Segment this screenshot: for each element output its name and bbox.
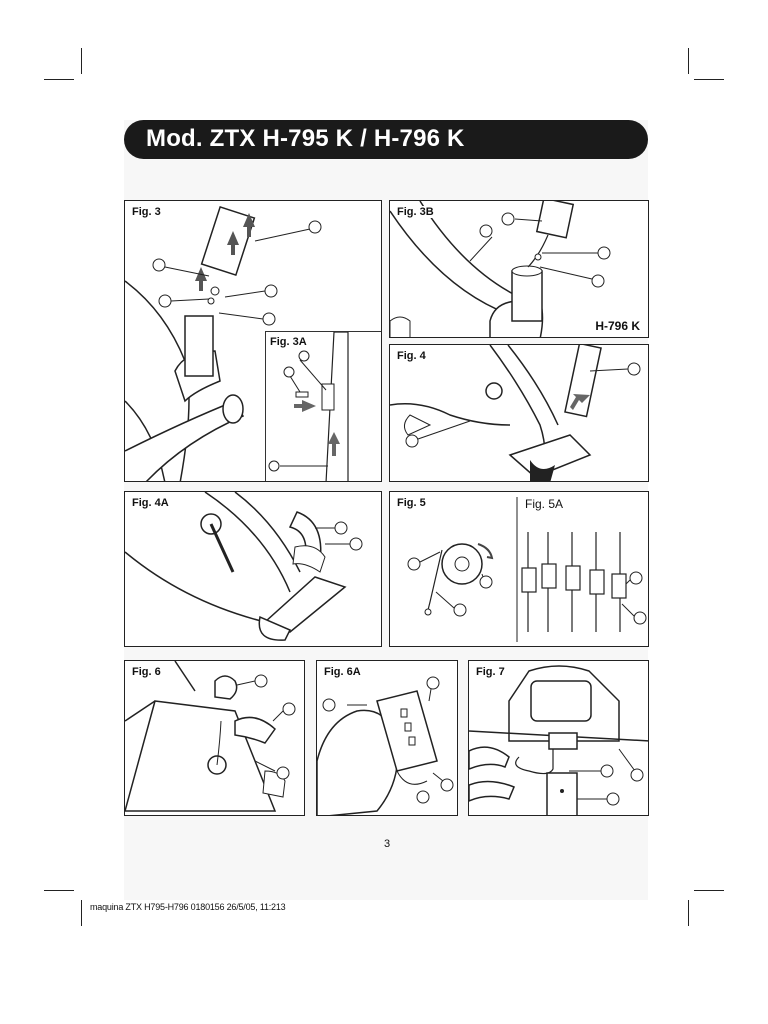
figure-3a-label: Fig. 3A <box>269 336 308 348</box>
figure-7-label: Fig. 7 <box>475 666 506 678</box>
figure-3-label: Fig. 3 <box>131 206 162 218</box>
figure-6-panel: Fig. 6 <box>124 660 305 816</box>
figure-7-illustration <box>469 665 648 815</box>
crop-mark-top-right-v <box>688 48 689 74</box>
figure-6a-panel: Fig. 6A <box>316 660 458 816</box>
crop-mark-bottom-right-h <box>694 890 724 891</box>
figure-6a-illustration <box>317 676 454 815</box>
figure-5-panel: Fig. 5 Fig. 5A <box>389 491 649 647</box>
figure-6-label: Fig. 6 <box>131 666 162 678</box>
figure-4-illustration <box>390 345 641 481</box>
crop-mark-top-left-v <box>81 48 82 74</box>
figure-4a-illustration <box>125 492 363 641</box>
figure-4a-label: Fig. 4A <box>131 497 170 509</box>
figure-3b-illustration <box>390 201 611 337</box>
figure-4-label: Fig. 4 <box>396 350 427 362</box>
page-number: 3 <box>384 838 391 850</box>
figure-3-illustration <box>125 205 322 481</box>
page-title: Mod. ZTX H-795 K / H-796 K <box>146 125 465 152</box>
model-title-bar: Mod. ZTX H-795 K / H-796 K <box>124 120 648 159</box>
crop-mark-top-left-h <box>44 79 74 80</box>
figure-6a-label: Fig. 6A <box>323 666 362 678</box>
figure-5-label: Fig. 5 <box>396 497 427 509</box>
figure-3-panel: Fig. 3 Fig. 3A <box>124 200 382 482</box>
crop-mark-bottom-right-v <box>688 900 689 926</box>
crop-mark-bottom-left-v <box>81 900 82 926</box>
figure-3b-model-tag: H-796 K <box>595 319 640 333</box>
print-info-footer: maquina ZTX H795-H796 0180156 26/5/05, 1… <box>90 902 286 912</box>
figure-4-panel: Fig. 4 <box>389 344 649 482</box>
figure-7-panel: Fig. 7 <box>468 660 649 816</box>
figure-4a-panel: Fig. 4A <box>124 491 382 647</box>
figure-3b-label: Fig. 3B <box>396 206 435 218</box>
crop-mark-top-right-h <box>694 79 724 80</box>
figure-3a-illustration <box>268 332 349 481</box>
figure-3a-inset: Fig. 3A <box>265 331 381 481</box>
figure-3b-panel: Fig. 3B H-796 K <box>389 200 649 338</box>
figure-5a-label: Fig. 5A <box>524 497 565 511</box>
crop-mark-bottom-left-h <box>44 890 74 891</box>
figure-5-illustration <box>407 497 647 642</box>
figure-6-illustration <box>125 661 296 812</box>
